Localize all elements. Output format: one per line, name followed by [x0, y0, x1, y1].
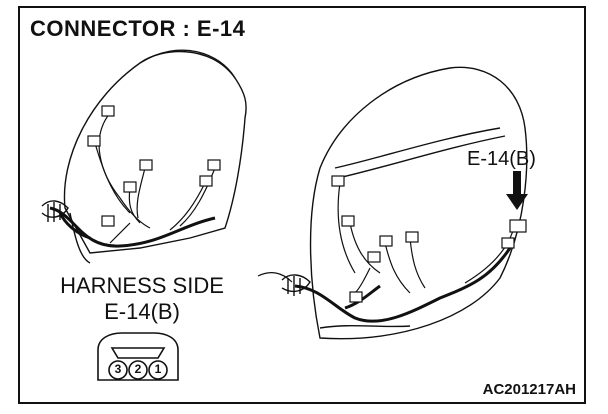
- right-connectors: [331, 175, 527, 303]
- pin-label: 2: [134, 362, 142, 376]
- diagram-frame: CONNECTOR : E-14: [18, 6, 586, 404]
- left-harness-branches: [94, 112, 216, 244]
- left-connectors: [87, 105, 221, 227]
- connector-face: [97, 332, 179, 381]
- door-harness-illustration: [41, 49, 528, 381]
- callout-label: E-14(B): [467, 148, 536, 170]
- left-door-outline: [63, 49, 247, 264]
- reference-code: AC201217AH: [482, 381, 576, 398]
- pin-label: 3: [114, 362, 122, 376]
- connector-title: CONNECTOR : E-14: [30, 16, 246, 41]
- harness-side-label: HARNESS SIDE E-14(B): [42, 273, 242, 325]
- right-grommet: [281, 274, 311, 296]
- harness-side-line2: E-14(B): [104, 299, 180, 324]
- pin-label: 1: [154, 362, 162, 376]
- left-grommet: [41, 200, 69, 222]
- harness-side-line1: HARNESS SIDE: [60, 273, 224, 298]
- right-harness-main: [294, 247, 512, 323]
- right-door-outline: [309, 66, 528, 340]
- callout-arrow: [506, 171, 528, 210]
